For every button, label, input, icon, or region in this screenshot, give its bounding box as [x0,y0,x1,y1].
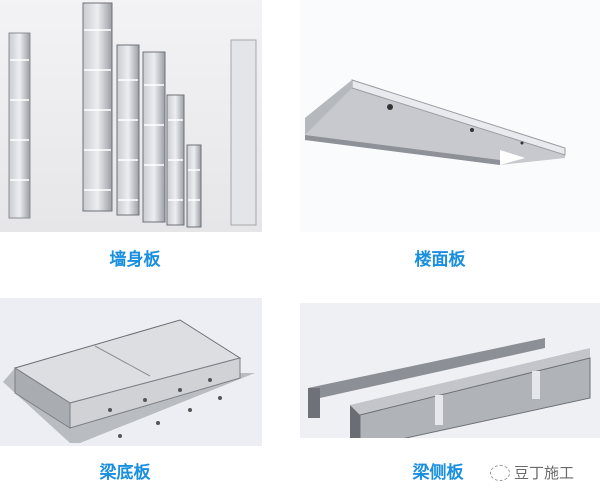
panel-wall: 墙身板 [0,0,300,280]
panel-label: 墙身板 [109,250,161,270]
wall-panel-illustration [8,2,257,228]
wechat-logo-icon [490,464,510,481]
panel-beam-side: 梁侧板 豆丁施工 [300,280,600,499]
wall-panel-image [0,0,262,232]
panel-floor: 楼面板 [300,0,600,280]
beam-side-panel-illustration [308,338,591,438]
watermark-text: 豆丁施工 [514,464,575,482]
floor-panel-illustration [305,79,566,165]
beam-side-panel-image [300,303,600,438]
beam-bottom-panel-illustration [3,319,255,443]
panel-label: 梁底板 [99,463,151,483]
panel-label: 梁侧板 [412,463,464,483]
panel-label: 楼面板 [414,250,466,270]
watermark: 豆丁施工 [490,462,574,483]
panel-beam-bottom: 梁底板 [0,280,300,499]
beam-bottom-panel-image [0,298,262,446]
floor-panel-image [300,0,600,232]
